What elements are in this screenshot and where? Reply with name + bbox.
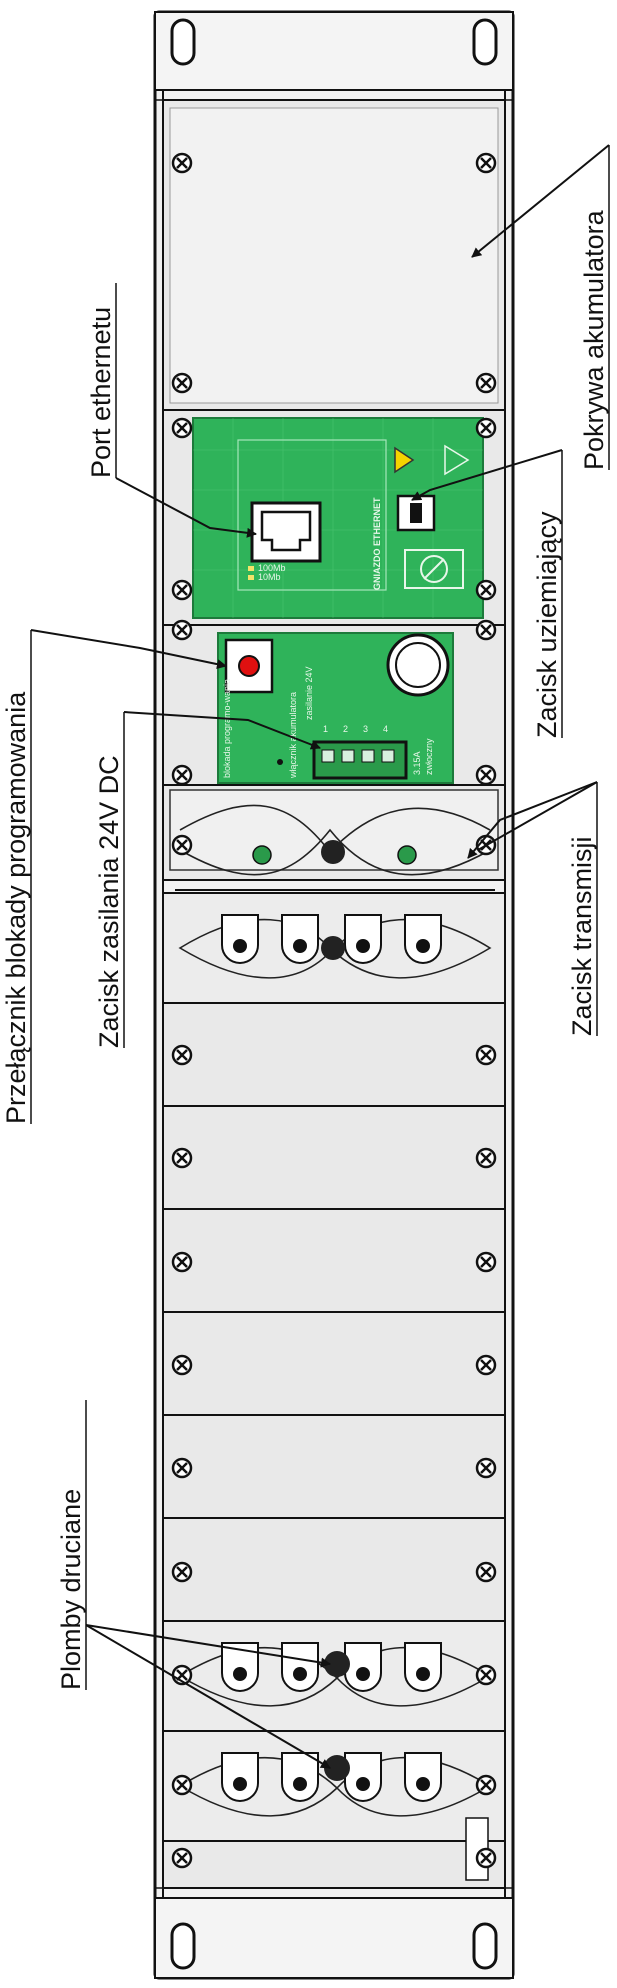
screw-icon: [171, 1457, 193, 1479]
label-battery-cover: Pokrywa akumulatora: [579, 209, 609, 470]
pin-label: 2: [343, 724, 348, 734]
screw-icon: [171, 1664, 193, 1686]
screw-icon: [171, 1044, 193, 1066]
pin-label: 4: [383, 724, 388, 734]
mount-slot-icon: [472, 1922, 498, 1970]
wire-seal-icon: [324, 1651, 350, 1677]
screw-icon: [171, 372, 193, 394]
screw-icon: [171, 1147, 193, 1169]
screw-icon: [475, 417, 497, 439]
labels: Port ethernetu Przełącznik blokady progr…: [1, 145, 610, 1690]
screw-icon: [475, 1251, 497, 1273]
screw-icon: [475, 1147, 497, 1169]
screw-icon: [171, 1561, 193, 1583]
pin-label: 3: [363, 724, 368, 734]
label-ground-clamp: Zacisk uziemiający: [532, 511, 562, 738]
ethernet-board: 100Mb 10Mb GNIAZDO ETHERNET: [162, 409, 506, 626]
battery-cover-panel: [162, 99, 506, 411]
bottom-panel: [162, 1840, 506, 1889]
screw-icon: [171, 579, 193, 601]
label-program-lock-switch: Przełącznik blokady programowania: [1, 691, 31, 1124]
wire-seal-icon: [321, 936, 345, 960]
red-button-icon: [238, 655, 260, 677]
screw-icon: [475, 1847, 497, 1869]
battery-switch-label: włącznik akumulatora: [288, 692, 298, 779]
screw-icon: [171, 1774, 193, 1796]
screw-icon: [475, 579, 497, 601]
power-board: blokada programo-wania włącznik akumulat…: [162, 624, 506, 786]
lan-100-label: 100Mb: [258, 563, 286, 573]
screw-icon: [475, 1044, 497, 1066]
screw-icon: [171, 834, 193, 856]
ground-screw-icon: [410, 503, 422, 523]
screw-icon: [475, 619, 497, 641]
terminal-led-icon: [252, 845, 272, 865]
screw-icon: [171, 1354, 193, 1376]
terminal-led-icon: [397, 845, 417, 865]
screw-icon: [475, 1354, 497, 1376]
label-transmission-terminal: Zacisk transmisji: [567, 836, 597, 1036]
wire-seal-icon: [324, 1755, 350, 1781]
screws: [171, 152, 497, 1869]
warning-triangle-icon: [394, 446, 415, 474]
blank-panels: [162, 1002, 506, 1622]
fuse-sub-label: zwłoczny: [424, 738, 434, 775]
screw-icon: [475, 1457, 497, 1479]
mount-slot-icon: [472, 18, 498, 66]
ground-symbol-icon: [444, 444, 470, 476]
screw-icon: [171, 764, 193, 786]
screw-icon: [475, 372, 497, 394]
transmission-module: [162, 784, 506, 891]
terminal-block: [162, 1730, 506, 1842]
screw-icon: [475, 1774, 497, 1796]
fuse-label: 3.15A: [412, 751, 422, 775]
screw-icon: [171, 1847, 193, 1869]
terminal-block: [162, 892, 506, 1004]
label-ethernet-port: Port ethernetu: [86, 307, 116, 478]
label-wire-seals: Plomby druciane: [56, 1489, 86, 1690]
ethernet-port-icon: [260, 510, 312, 552]
label-power-terminal: Zacisk zasilania 24V DC: [94, 755, 124, 1048]
supply-label: zasilanie 24V: [304, 666, 314, 720]
screw-icon: [171, 152, 193, 174]
screw-icon: [475, 1561, 497, 1583]
mount-slot-icon: [170, 18, 196, 66]
screw-icon: [475, 152, 497, 174]
screw-icon: [171, 619, 193, 641]
lan-10-label: 10Mb: [258, 572, 281, 582]
terminal-block: [162, 1620, 506, 1732]
lock-label: blokada programo-wania: [222, 679, 232, 778]
wire-seal-icon: [321, 840, 345, 864]
leader-lines: [30, 144, 610, 1769]
screw-icon: [475, 764, 497, 786]
screw-icon: [475, 1664, 497, 1686]
mount-slot-icon: [170, 1922, 196, 1970]
screw-icon: [171, 1251, 193, 1273]
ethernet-socket-label: GNIAZDO ETHERNET: [372, 497, 382, 590]
screw-icon: [171, 417, 193, 439]
pin-label: 1: [323, 724, 328, 734]
